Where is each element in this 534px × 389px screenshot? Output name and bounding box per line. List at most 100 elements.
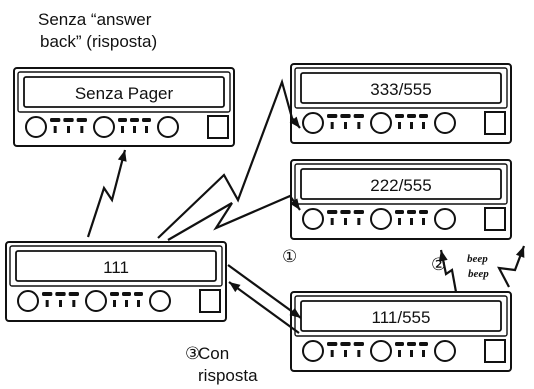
preset-button	[327, 114, 338, 118]
preset-button	[340, 114, 351, 118]
preset-button	[118, 118, 127, 122]
preset-button	[395, 210, 404, 214]
preset-button	[353, 114, 364, 118]
label-with-reply-line2: risposta	[198, 366, 258, 385]
preset-button	[110, 292, 119, 296]
signal-arrow-to-bottom-left	[228, 281, 300, 334]
display-text: 111/555	[372, 308, 431, 327]
preset-tick	[80, 126, 84, 133]
label-with-reply-line1: Con	[198, 344, 230, 363]
preset-button	[55, 292, 66, 296]
preset-button	[42, 292, 53, 296]
cassette-slot	[484, 207, 506, 231]
preset-tick	[410, 122, 413, 129]
preset-button	[130, 118, 139, 122]
display-screen	[300, 300, 502, 332]
knob	[370, 340, 392, 362]
preset-tick	[422, 350, 425, 357]
preset-button	[340, 342, 351, 346]
cassette-slot	[199, 289, 221, 313]
preset-button	[395, 342, 404, 346]
preset-button	[327, 342, 338, 346]
display-screen	[15, 250, 217, 282]
knob	[434, 208, 456, 230]
preset-button	[419, 210, 428, 214]
preset-tick	[113, 300, 116, 307]
preset-button	[50, 118, 61, 122]
preset-button	[68, 292, 79, 296]
preset-button	[419, 114, 428, 118]
display-text: Senza Pager	[75, 84, 174, 103]
beep-zigzag-left-head	[438, 250, 448, 262]
preset-button	[122, 292, 131, 296]
display-screen	[300, 168, 502, 200]
radio-bottom-right: 111/555	[290, 291, 512, 372]
preset-tick	[344, 350, 347, 357]
preset-tick	[72, 300, 76, 307]
signal-zigzag-to-mid-right-head	[289, 198, 300, 210]
knob	[434, 340, 456, 362]
preset-button	[63, 118, 74, 122]
step-marker-three: ③	[185, 344, 200, 364]
cassette-slot	[484, 339, 506, 363]
knob	[434, 112, 456, 134]
preset-tick	[398, 218, 401, 225]
preset-button	[353, 210, 364, 214]
radio-top-right: 333/555	[290, 63, 512, 144]
label-no-answer-back-line1: Senza “answer	[38, 10, 152, 29]
knob	[370, 112, 392, 134]
preset-tick	[330, 218, 334, 225]
preset-button	[327, 210, 338, 214]
knob	[302, 112, 324, 134]
preset-tick	[59, 300, 62, 307]
knob	[149, 290, 171, 312]
signal-zigzag-to-top-left-head	[117, 150, 127, 162]
step-marker-one: ①	[282, 247, 297, 267]
knob	[93, 116, 115, 138]
knob	[302, 340, 324, 362]
beep-zigzag-left	[439, 249, 458, 293]
preset-tick	[344, 218, 347, 225]
radio-bottom-left: 111	[5, 241, 227, 322]
knob	[302, 208, 324, 230]
radio-mid-right: 222/555	[290, 159, 512, 240]
preset-tick	[67, 126, 70, 133]
preset-tick	[422, 218, 425, 225]
preset-tick	[398, 350, 401, 357]
step-marker-two: ②	[431, 255, 446, 275]
preset-button	[419, 342, 428, 346]
preset-tick	[410, 218, 413, 225]
preset-button	[407, 114, 416, 118]
preset-button	[395, 114, 404, 118]
display-frame	[294, 163, 508, 205]
display-screen	[300, 72, 502, 104]
preset-tick	[45, 300, 49, 307]
preset-button	[407, 210, 416, 214]
display-frame	[17, 71, 231, 113]
beep-text-1: beep	[467, 253, 488, 265]
knob	[17, 290, 39, 312]
signal-zigzag-to-mid-right	[167, 194, 301, 241]
signal-arrow-to-bottom-left-head	[229, 282, 241, 293]
preset-button	[76, 118, 87, 122]
label-no-answer-back-line2: back” (risposta)	[40, 32, 158, 51]
display-text: 111	[103, 258, 129, 277]
knob	[157, 116, 179, 138]
preset-tick	[121, 126, 124, 133]
preset-tick	[357, 122, 361, 129]
preset-tick	[410, 350, 413, 357]
knob	[85, 290, 107, 312]
preset-tick	[398, 122, 401, 129]
display-frame	[294, 67, 508, 109]
knob	[25, 116, 47, 138]
preset-tick	[330, 350, 334, 357]
beep-zigzag-right-head	[515, 246, 525, 258]
preset-button	[142, 118, 151, 122]
preset-tick	[357, 218, 361, 225]
signal-zigzag-to-top-right-head	[289, 116, 300, 128]
preset-button	[340, 210, 351, 214]
cassette-slot	[207, 115, 229, 139]
preset-tick	[125, 300, 128, 307]
beep-text-2: beep	[468, 268, 489, 280]
